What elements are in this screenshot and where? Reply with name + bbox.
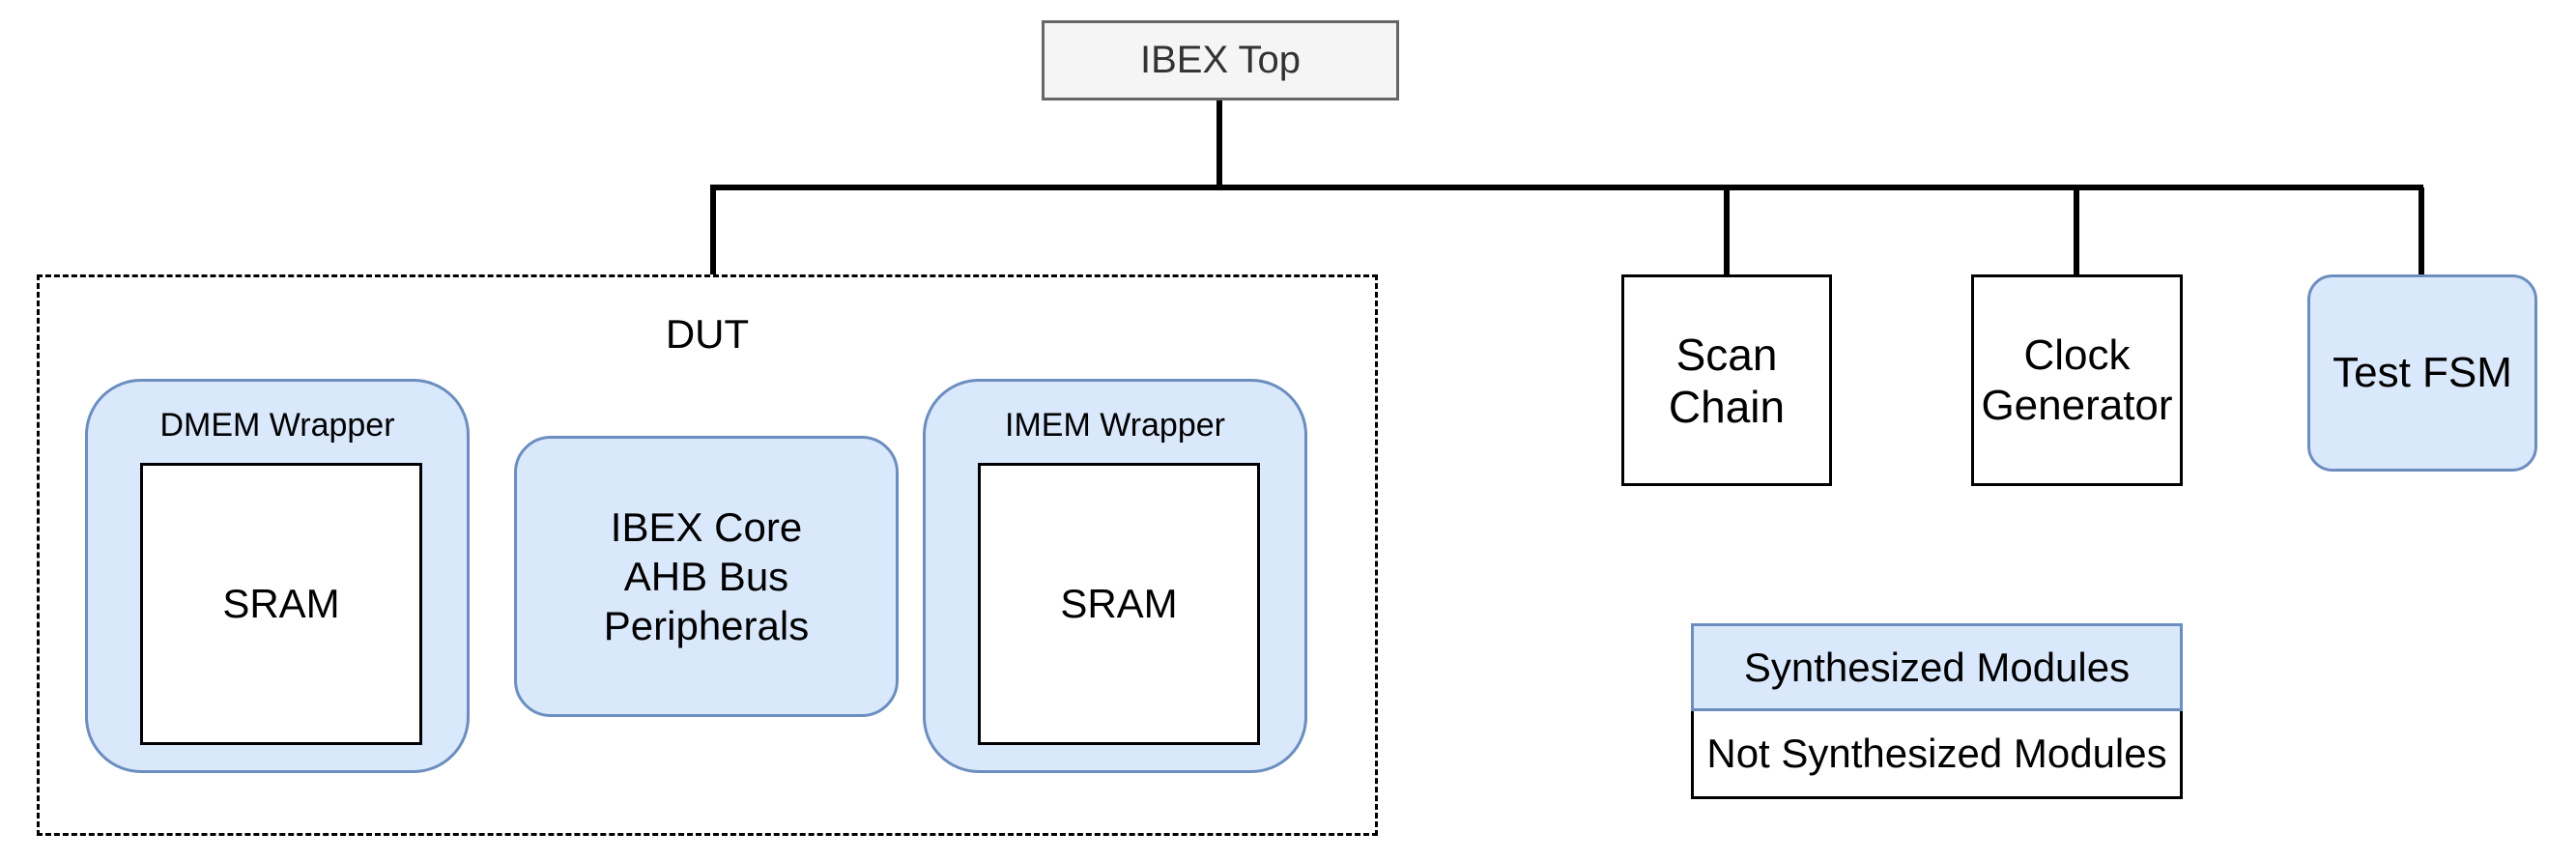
legend-not-synthesized: Not Synthesized Modules bbox=[1691, 711, 2183, 799]
scan-line-1: Scan bbox=[1675, 329, 1778, 380]
dut-boundary bbox=[37, 274, 1378, 836]
core-line-1: IBEX Core bbox=[610, 504, 803, 550]
dmem-sram: SRAM bbox=[140, 463, 422, 745]
ibex-top-label: IBEX Top bbox=[1139, 39, 1302, 81]
legend-synthesized: Synthesized Modules bbox=[1691, 623, 2183, 711]
clock-line-1: Clock bbox=[2023, 330, 2131, 379]
dmem-wrapper-label: DMEM Wrapper bbox=[159, 407, 395, 444]
core-line-3: Peripherals bbox=[603, 603, 810, 648]
core-line-2: AHB Bus bbox=[623, 554, 789, 599]
dut-label: DUT bbox=[665, 311, 750, 357]
clock-line-2: Generator bbox=[1981, 381, 2173, 429]
clock-generator-box: Clock Generator bbox=[1971, 274, 2183, 486]
imem-sram: SRAM bbox=[978, 463, 1260, 745]
legend-not-synthesized-label: Not Synthesized Modules bbox=[1706, 731, 2167, 776]
test-fsm-label: Test FSM bbox=[2333, 349, 2512, 396]
dmem-sram-label: SRAM bbox=[222, 581, 340, 626]
imem-sram-label: SRAM bbox=[1060, 581, 1178, 626]
ibex-top-box: IBEX Top bbox=[1042, 20, 1399, 100]
imem-wrapper-label: IMEM Wrapper bbox=[1005, 407, 1225, 444]
scan-line-2: Chain bbox=[1668, 381, 1786, 432]
legend-synthesized-label: Synthesized Modules bbox=[1743, 644, 2131, 690]
test-fsm-box: Test FSM bbox=[2307, 274, 2537, 472]
dmem-wrapper: DMEM Wrapper SRAM bbox=[85, 379, 470, 773]
scan-chain-box: Scan Chain bbox=[1621, 274, 1832, 486]
imem-wrapper: IMEM Wrapper SRAM bbox=[923, 379, 1307, 773]
ibex-core-block: IBEX Core AHB Bus Peripherals bbox=[514, 436, 899, 717]
